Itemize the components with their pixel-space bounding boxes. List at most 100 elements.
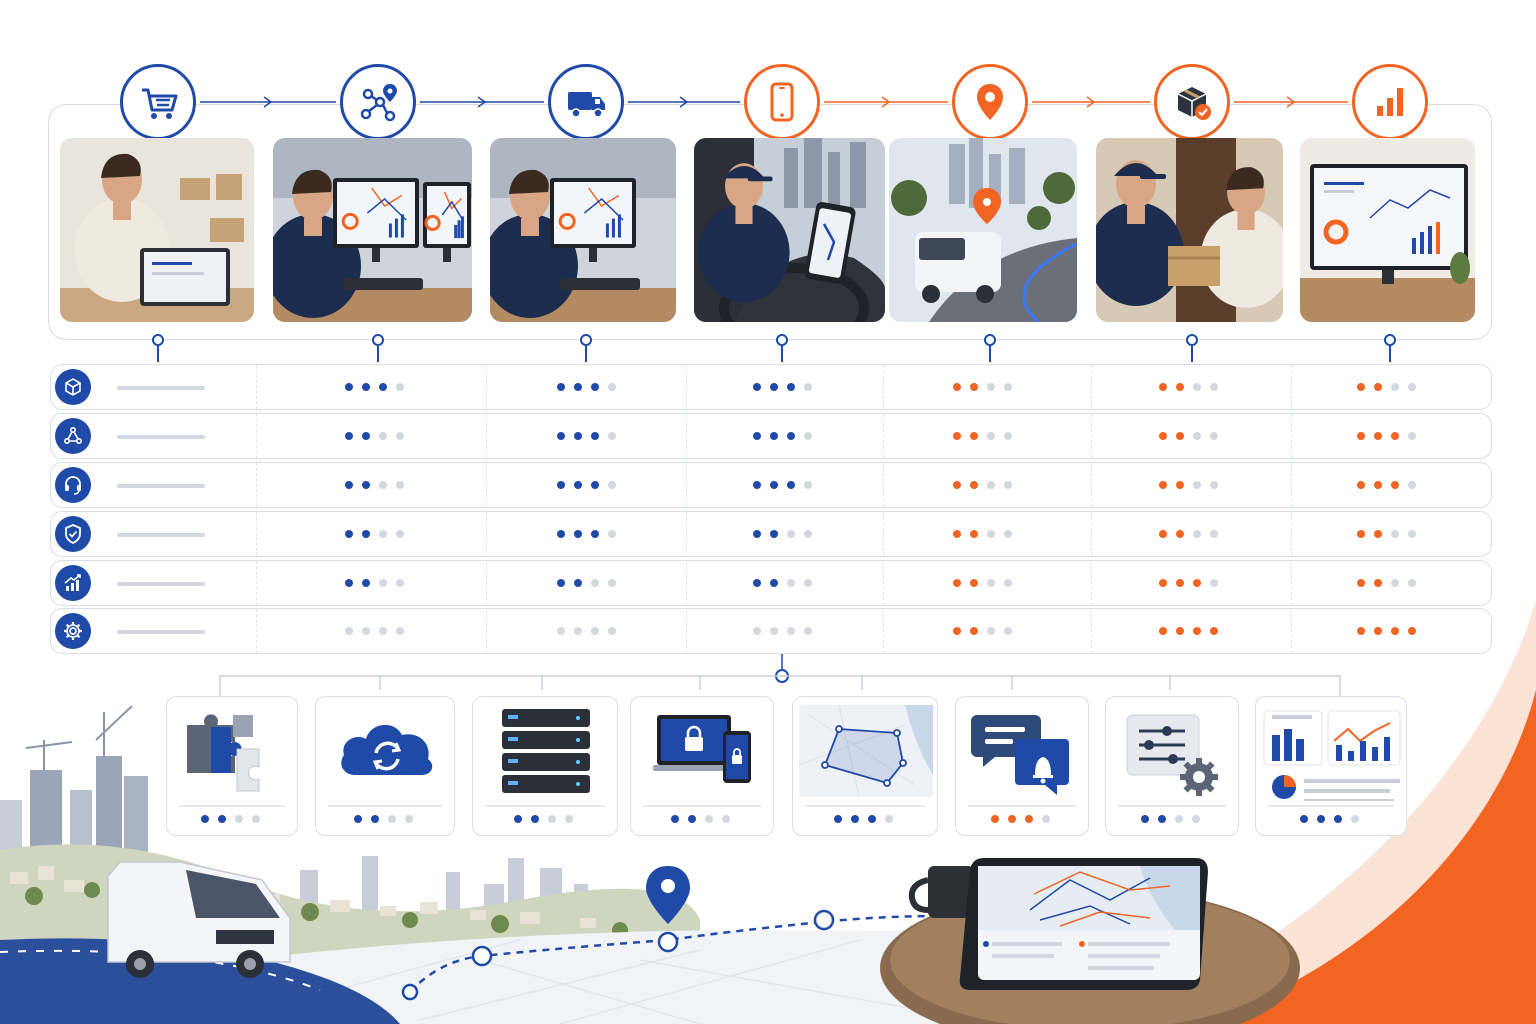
flow-arrow-2 — [420, 96, 544, 108]
matrix-column-separator — [1291, 463, 1292, 507]
rating-dot-empty — [608, 383, 616, 391]
rating-dot-filled — [1176, 432, 1184, 440]
rating-dot-filled — [201, 815, 209, 823]
stage-2-route-network-icon[interactable] — [340, 64, 416, 140]
rating-dot-filled — [1357, 579, 1365, 587]
flow-arrow-5 — [1032, 96, 1150, 108]
rating-dot-empty — [804, 627, 812, 635]
rating-dot-filled — [345, 579, 353, 587]
reports-dashboard-icon — [1263, 710, 1401, 801]
rating-dots — [557, 481, 616, 489]
tech-card-puzzle-integration[interactable] — [166, 696, 298, 836]
tech-card-chat-notification[interactable] — [955, 696, 1089, 836]
rating-dot-empty — [1193, 383, 1201, 391]
matrix-column-separator — [883, 609, 884, 653]
rating-dots — [345, 432, 404, 440]
rating-dot-filled — [970, 481, 978, 489]
rating-dot-filled — [1193, 579, 1201, 587]
rating-dots — [1159, 383, 1218, 391]
rating-dot-filled — [362, 481, 370, 489]
matrix-column-separator — [686, 414, 687, 458]
rating-dot-filled — [1008, 815, 1016, 823]
rating-dot-empty — [787, 627, 795, 635]
rating-dot-filled — [1159, 530, 1167, 538]
rating-dot-empty — [1193, 530, 1201, 538]
matrix-column-separator — [686, 609, 687, 653]
rating-dot-filled — [591, 383, 599, 391]
rating-dot-empty — [1004, 579, 1012, 587]
matrix-column-separator — [256, 414, 257, 458]
rating-dot-empty — [379, 627, 387, 635]
rating-dot-filled — [574, 530, 582, 538]
tech-card-server-rack[interactable] — [472, 696, 618, 836]
rating-dots — [753, 383, 812, 391]
rating-dots — [753, 579, 812, 587]
tech-card-secure-devices[interactable] — [630, 696, 774, 836]
matrix-column-separator — [883, 414, 884, 458]
rating-dot-filled — [1357, 627, 1365, 635]
rating-dots — [557, 530, 616, 538]
rating-dot-empty — [1004, 481, 1012, 489]
tech-card-cloud-sync[interactable] — [315, 696, 455, 836]
rating-dot-empty — [1408, 432, 1416, 440]
rating-dots — [953, 383, 1012, 391]
rating-dot-empty — [388, 815, 396, 823]
matrix-column-separator — [1091, 463, 1092, 507]
rating-dot-empty — [1210, 481, 1218, 489]
stage-6-package-delivered-icon[interactable] — [1154, 64, 1230, 140]
rating-dot-empty — [1210, 383, 1218, 391]
rating-dots — [1159, 481, 1218, 489]
tech-card-reports-dashboard[interactable] — [1255, 696, 1407, 836]
rating-dots — [753, 530, 812, 538]
rating-dots — [345, 383, 404, 391]
rating-dot-empty — [1408, 530, 1416, 538]
rating-dot-filled — [591, 432, 599, 440]
rating-dot-filled — [345, 530, 353, 538]
rating-dot-filled — [1193, 627, 1201, 635]
rating-dot-empty — [396, 627, 404, 635]
rating-dot-filled — [1159, 579, 1167, 587]
stage-5-location-pin-icon[interactable] — [952, 64, 1028, 140]
shield-check-icon — [55, 516, 91, 552]
rating-dot-empty — [1042, 815, 1050, 823]
row-label-placeholder — [117, 582, 205, 586]
rating-dot-filled — [1391, 481, 1399, 489]
rating-dot-empty — [379, 481, 387, 489]
stage-photo-dispatcher-route-planning — [273, 138, 472, 322]
matrix-column-separator — [486, 365, 487, 409]
stage-4-smartphone-icon[interactable] — [744, 64, 820, 140]
rating-dot-filled — [770, 383, 778, 391]
rating-dot-empty — [787, 579, 795, 587]
rating-dot-filled — [753, 579, 761, 587]
rating-dot-filled — [1391, 627, 1399, 635]
rating-dot-filled — [557, 481, 565, 489]
rating-dots — [557, 383, 616, 391]
rating-dots — [953, 432, 1012, 440]
rating-dot-filled — [953, 579, 961, 587]
matrix-column-separator — [1091, 609, 1092, 653]
rating-dot-filled — [362, 579, 370, 587]
rating-dot-empty — [987, 627, 995, 635]
tech-card-settings-sliders[interactable] — [1105, 696, 1239, 836]
row-label-placeholder — [117, 533, 205, 537]
rating-dot-filled — [557, 579, 565, 587]
rating-dot-empty — [608, 579, 616, 587]
rating-dots — [953, 627, 1012, 635]
stage-connector-stem-4 — [781, 346, 783, 362]
rating-dot-empty — [804, 481, 812, 489]
matrix-column-separator — [883, 365, 884, 409]
matrix-row-headset — [50, 462, 1492, 508]
flow-arrow-3 — [628, 96, 740, 108]
rating-dot-filled — [1159, 383, 1167, 391]
rating-dot-filled — [1159, 481, 1167, 489]
rating-dot-empty — [548, 815, 556, 823]
stage-connector-stem-2 — [377, 346, 379, 362]
tech-card-geofence-map[interactable] — [792, 696, 938, 836]
rating-dots — [1159, 432, 1218, 440]
rating-dot-filled — [688, 815, 696, 823]
rating-dot-empty — [396, 432, 404, 440]
rating-dot-filled — [362, 432, 370, 440]
stage-1-shopping-cart-icon[interactable] — [120, 64, 196, 140]
